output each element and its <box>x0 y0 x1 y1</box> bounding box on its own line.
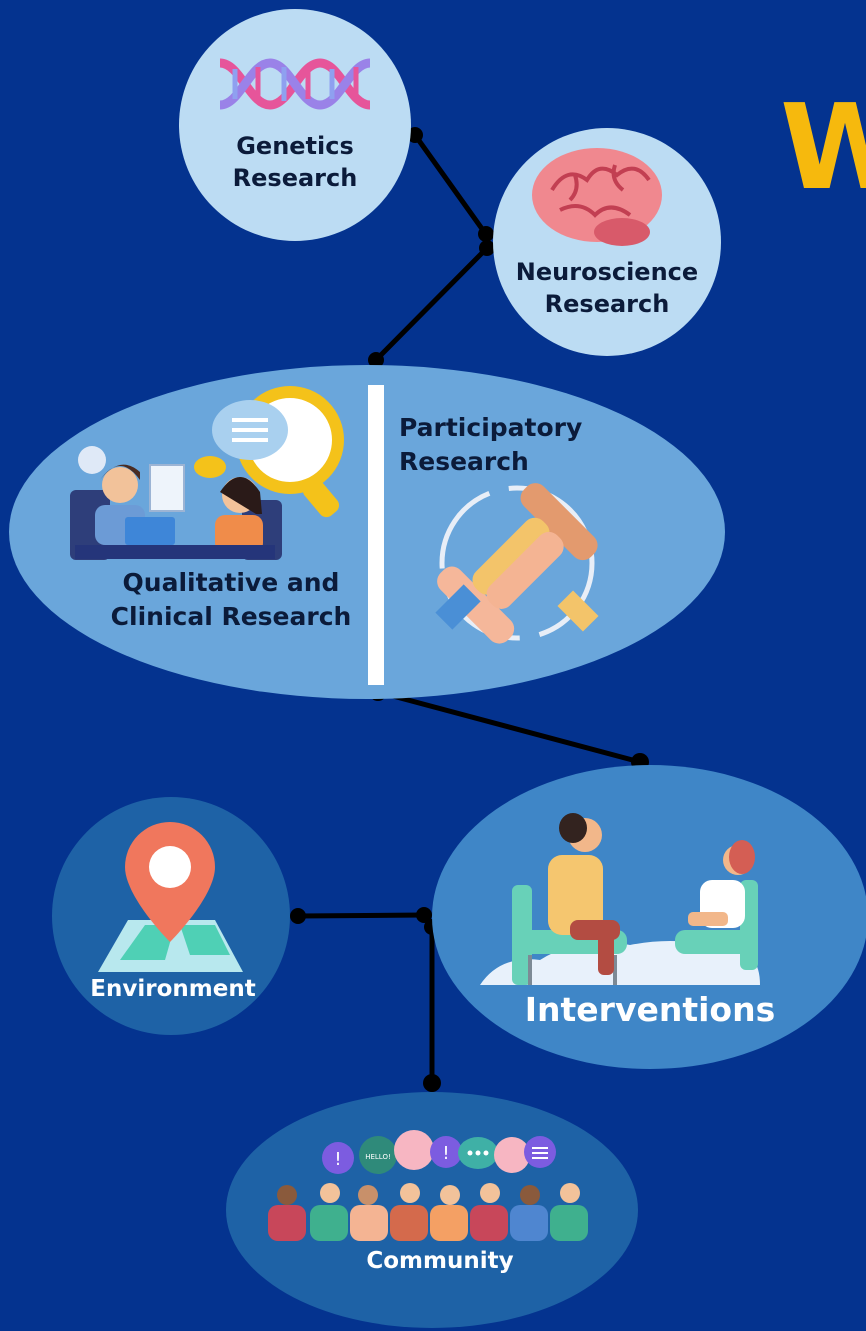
qualitative-label: Qualitative and Clinical Research <box>100 566 362 634</box>
divider <box>368 385 384 685</box>
neuroscience-label: Neuroscience Research <box>500 256 714 321</box>
hello-bubble-text: HELLO! <box>365 1153 391 1161</box>
neuroscience-node <box>493 128 721 356</box>
environment-node <box>52 797 290 1035</box>
qualitative-label-line2: Clinical Research <box>110 601 352 631</box>
therapy-session-icon <box>480 813 760 985</box>
neuroscience-label-line2: Research <box>544 290 670 319</box>
genetics-label-line2: Research <box>232 164 358 193</box>
svg-text:!: ! <box>442 1143 449 1164</box>
people-chat-icon: ! HELLO! ! <box>268 1130 588 1241</box>
participatory-label: Participatory Research <box>399 411 599 479</box>
neuroscience-label-line1: Neuroscience <box>515 258 699 286</box>
svg-text:!: ! <box>334 1149 341 1170</box>
dna-icon <box>219 58 371 110</box>
interventions-node <box>432 765 866 1069</box>
genetics-node <box>179 9 411 241</box>
connector-center-interventions <box>375 689 643 765</box>
community-label: Community <box>366 1248 514 1274</box>
qualitative-label-line1: Qualitative and <box>122 568 340 597</box>
community-node: ! HELLO! ! <box>226 1092 638 1328</box>
genetics-label: Genetics Research <box>215 130 375 195</box>
participatory-label-line2: Research <box>399 446 529 476</box>
brain-icon <box>532 148 662 246</box>
chat-bubble-icon <box>212 400 288 460</box>
participatory-label-line1: Participatory <box>399 413 583 442</box>
connector-environment-interventions <box>295 912 427 919</box>
genetics-label-line1: Genetics <box>236 132 354 160</box>
connector-neuroscience-qualitative <box>373 245 490 363</box>
connector-genetics-neuroscience <box>412 132 488 236</box>
research-methods-node <box>9 365 725 699</box>
connector-lines <box>295 132 643 1086</box>
interview-icon <box>70 446 282 560</box>
map-pin-icon <box>98 822 243 972</box>
environment-label: Environment <box>90 976 256 1002</box>
joined-hands-icon <box>435 483 599 644</box>
heading-text: W <box>780 78 866 216</box>
interventions-label: Interventions <box>524 990 776 1029</box>
